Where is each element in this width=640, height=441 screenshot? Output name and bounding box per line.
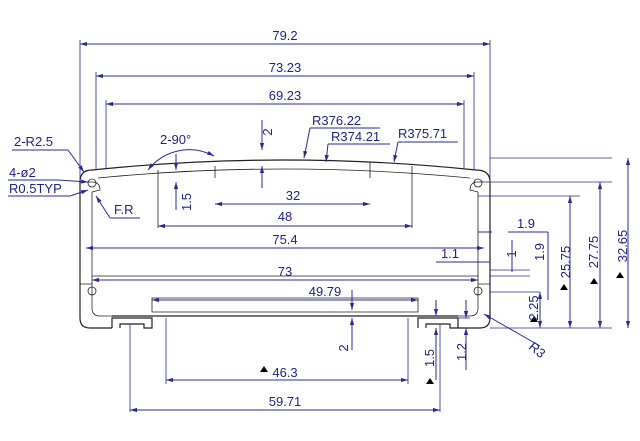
dim-overall-width: 79.2 bbox=[272, 28, 297, 43]
dim-rail-width-2: 73 bbox=[278, 264, 292, 279]
dim-1-9-a: 1.9 bbox=[517, 216, 535, 231]
dim-1-5-bottom: 1.5 bbox=[422, 349, 437, 367]
callout-radius-3: R375.71 bbox=[398, 126, 447, 141]
horizontal-dimensions: 79.2 73.23 69.23 32 48 75.4 73 49.79 46.… bbox=[79, 28, 491, 413]
dim-2-25: 2.25 bbox=[526, 295, 541, 320]
callout-corner-radius: 2-R2.5 bbox=[14, 134, 53, 149]
dim-slot-inner: 32 bbox=[286, 188, 300, 203]
dim-inner-width-1: 73.23 bbox=[269, 60, 302, 75]
dim-base-width: 59.71 bbox=[269, 394, 302, 409]
dim-slot-outer: 48 bbox=[278, 209, 292, 224]
callout-fillet: F.R bbox=[114, 202, 134, 217]
vertical-dimensions: 25.75 27.75 32.65 1.9 1.9 1.1 1 2.25 bbox=[436, 157, 631, 329]
callout-r3: R3 bbox=[526, 339, 548, 361]
dim-height-total: 32.65 bbox=[615, 230, 630, 263]
dim-rail-width-1: 75.4 bbox=[272, 232, 297, 247]
callout-radius-2: R374.21 bbox=[331, 129, 380, 144]
callout-angle: 2-90° bbox=[160, 132, 191, 147]
small-dimensions: 2 1.5 2 1.5 1.2 bbox=[173, 120, 470, 384]
dim-1-2: 1.2 bbox=[454, 343, 469, 361]
dim-channel-bottom: 46.3 bbox=[272, 365, 297, 380]
dim-1-1: 1.1 bbox=[441, 246, 459, 261]
dim-2-top: 2 bbox=[260, 128, 275, 135]
dim-1: 1 bbox=[504, 250, 519, 257]
callout-holes: 4-ø2 bbox=[9, 165, 36, 180]
dim-inner-width-2: 69.23 bbox=[269, 88, 302, 103]
dim-1-5-top: 1.5 bbox=[179, 193, 194, 211]
dim-height-1: 25.75 bbox=[558, 246, 573, 279]
dim-2-bottom: 2 bbox=[336, 344, 351, 351]
dim-1-9-b: 1.9 bbox=[532, 243, 547, 261]
callout-radius-1: R376.22 bbox=[312, 113, 361, 128]
callout-typ-radius: R0.5TYP bbox=[9, 181, 62, 196]
dim-channel-top: 49.79 bbox=[309, 284, 342, 299]
dim-height-2: 27.75 bbox=[586, 236, 601, 269]
